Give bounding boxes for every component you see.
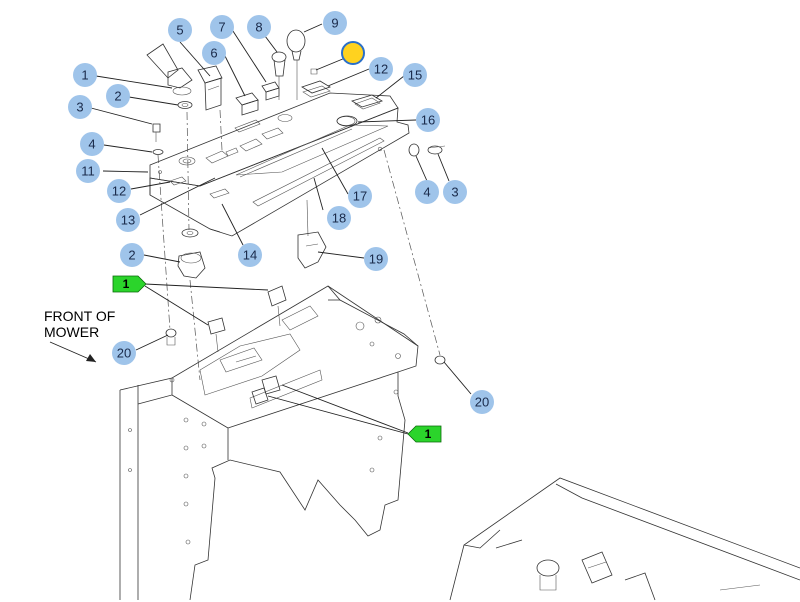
callout-12-left: 12 xyxy=(107,179,131,203)
callout-2-lower: 2 xyxy=(120,243,144,267)
callout-8: 8 xyxy=(247,15,271,39)
svg-text:16: 16 xyxy=(421,113,435,128)
svg-text:2: 2 xyxy=(114,89,121,104)
callout-16: 16 xyxy=(416,108,440,132)
callout-bubbles: 1 2 3 4 5 6 7 8 9 12 15 16 11 12 13 17 4… xyxy=(68,11,494,414)
callout-19: 19 xyxy=(364,247,388,271)
control-panel xyxy=(149,85,410,237)
highlight-marker xyxy=(341,41,365,65)
callout-5: 5 xyxy=(168,18,192,42)
callout-1: 1 xyxy=(73,63,97,87)
svg-text:1: 1 xyxy=(123,277,130,291)
callout-15: 15 xyxy=(403,63,427,87)
flag-1-upper: 1 xyxy=(112,275,147,293)
svg-text:6: 6 xyxy=(210,46,217,61)
svg-text:14: 14 xyxy=(243,248,257,263)
assembly-lines xyxy=(157,109,441,381)
svg-text:12: 12 xyxy=(374,62,388,77)
callout-20-left: 20 xyxy=(112,341,136,365)
callout-3-right: 3 xyxy=(443,180,467,204)
callout-12-top: 12 xyxy=(369,57,393,81)
svg-text:20: 20 xyxy=(475,395,489,410)
callout-4-right: 4 xyxy=(415,180,439,204)
svg-text:12: 12 xyxy=(112,184,126,199)
callout-13: 13 xyxy=(116,208,140,232)
callout-2: 2 xyxy=(106,84,130,108)
svg-text:1: 1 xyxy=(81,68,88,83)
callout-17: 17 xyxy=(348,184,372,208)
svg-text:7: 7 xyxy=(218,20,225,35)
callout-14: 14 xyxy=(238,243,262,267)
callout-7: 7 xyxy=(210,15,234,39)
svg-text:3: 3 xyxy=(76,100,83,115)
lower-right-assembly xyxy=(449,477,800,601)
panel-components xyxy=(146,29,446,279)
svg-text:19: 19 xyxy=(369,252,383,267)
callout-9: 9 xyxy=(323,11,347,35)
flag-1-lower: 1 xyxy=(407,425,442,443)
svg-text:4: 4 xyxy=(88,137,95,152)
svg-text:4: 4 xyxy=(423,185,430,200)
svg-text:1: 1 xyxy=(425,427,432,441)
mower-frame xyxy=(119,285,446,601)
svg-text:5: 5 xyxy=(176,23,183,38)
callout-18: 18 xyxy=(327,206,351,230)
svg-text:2: 2 xyxy=(128,248,135,263)
leader-lines xyxy=(49,23,472,435)
svg-text:18: 18 xyxy=(332,211,346,226)
callout-11: 11 xyxy=(76,159,100,183)
callout-3: 3 xyxy=(68,95,92,119)
svg-text:13: 13 xyxy=(121,213,135,228)
svg-text:11: 11 xyxy=(81,164,95,179)
svg-text:9: 9 xyxy=(331,16,338,31)
svg-text:8: 8 xyxy=(255,20,262,35)
svg-text:15: 15 xyxy=(408,68,422,83)
svg-text:3: 3 xyxy=(451,185,458,200)
callout-20-right: 20 xyxy=(470,390,494,414)
svg-text:20: 20 xyxy=(117,346,131,361)
svg-text:17: 17 xyxy=(353,189,367,204)
callout-6: 6 xyxy=(202,41,226,65)
callout-4: 4 xyxy=(80,132,104,156)
front-of-mower-note: FRONT OF MOWER xyxy=(44,308,116,340)
